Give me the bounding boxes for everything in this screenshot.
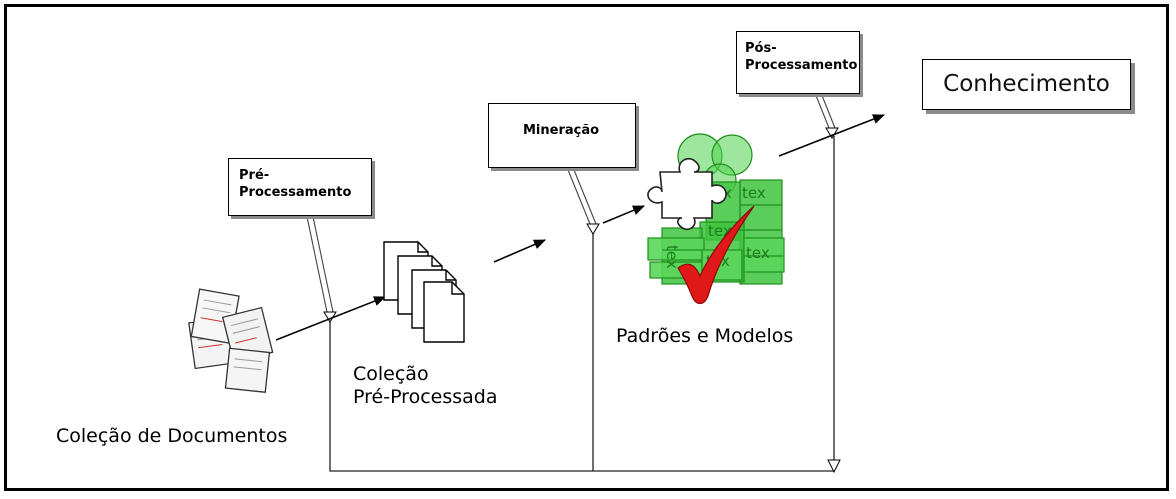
feedback-line-2 <box>592 232 834 472</box>
conhecimento-box: Conhecimento <box>922 59 1131 110</box>
checkmark-icon <box>677 205 755 305</box>
pre-processamento-line1: Pré- <box>239 168 270 183</box>
puzzle-piece-icon <box>647 157 727 231</box>
pos-processamento-box: Pós- Processamento <box>736 31 860 94</box>
colecao-documentos-label: Coleção de Documentos <box>56 425 288 447</box>
document-stack-icon <box>188 288 274 393</box>
block-text-5: tex <box>663 245 681 269</box>
colecao-pre-processada-line2: Pré-Processada <box>353 386 498 408</box>
pos-processamento-line2: Processamento <box>745 58 858 73</box>
connector-pre <box>305 211 334 313</box>
pos-processamento-line1: Pós- <box>745 41 777 56</box>
arrow-preprocessed-to-mining <box>493 239 546 263</box>
connector-mineracao <box>565 164 597 225</box>
pages-icon <box>383 241 465 343</box>
pre-processamento-box: Pré- Processamento <box>228 158 372 216</box>
arrow-patterns-to-knowledge <box>778 114 885 157</box>
feedback-arrowhead <box>827 459 841 474</box>
mineracao-label: Mineração <box>523 123 600 138</box>
arrow-mining-to-patterns <box>602 205 645 224</box>
colecao-pre-processada-line1: Coleção <box>353 363 429 385</box>
block-text-1: tex <box>742 184 766 202</box>
connector-pos-tip <box>825 127 839 139</box>
padroes-modelos-label: Padrões e Modelos <box>616 325 794 347</box>
mineracao-box: Mineração <box>488 103 636 168</box>
connector-pos <box>814 92 836 129</box>
feedback-line-1 <box>329 320 593 472</box>
pre-processamento-line2: Processamento <box>239 185 352 200</box>
arrow-docs-to-preprocessed <box>275 296 386 341</box>
connector-mineracao-tip <box>586 223 600 235</box>
block-text-4: tex <box>746 244 770 262</box>
